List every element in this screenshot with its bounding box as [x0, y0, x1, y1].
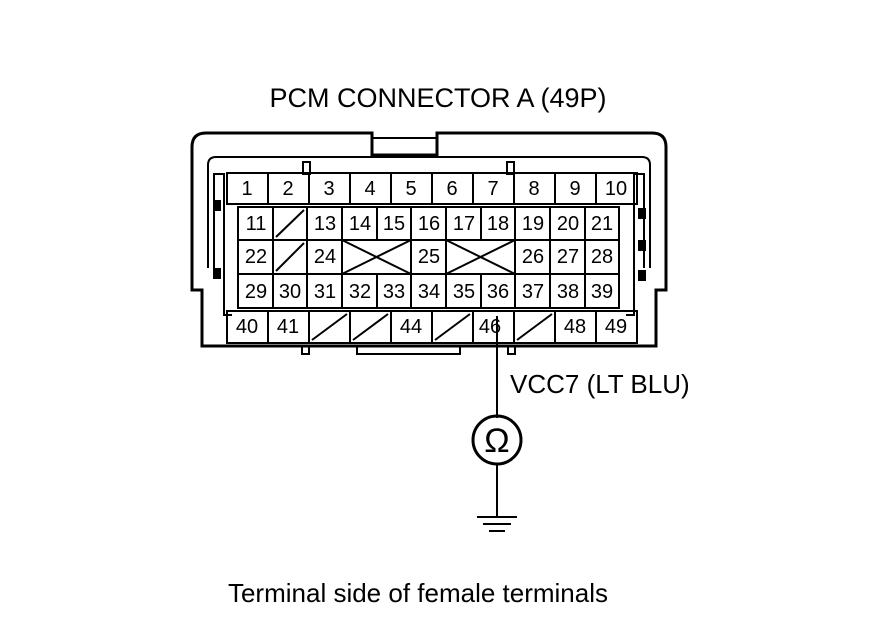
pin-row-2: 11 13 14 15 16 17 18 19 20 21 [246, 207, 613, 240]
pin-label: 30 [279, 281, 301, 303]
lock-tab [213, 200, 221, 211]
pin-label: 11 [246, 213, 267, 235]
pin-label: 18 [487, 213, 509, 235]
pin-label: 25 [418, 246, 440, 268]
pin-label: 19 [522, 213, 544, 235]
diagram-title: PCM CONNECTOR A (49P) [269, 83, 606, 113]
pin-row-5: 40 41 44 46 48 49 [226, 310, 638, 344]
pin-label: 1 [241, 178, 252, 200]
pin-label: 5 [405, 178, 416, 200]
connector-housing [190, 131, 668, 355]
diagram-caption: Terminal side of female terminals [228, 578, 608, 608]
pin-label: 4 [364, 178, 375, 200]
pin-label: 40 [236, 316, 258, 338]
test-circuit: VCC7 (LT BLU) Ω [471, 316, 690, 532]
pin-label: 9 [569, 178, 580, 200]
pin-label: 26 [522, 246, 544, 268]
pin-row-3: 22 24 25 26 27 28 [245, 239, 613, 275]
lock-tab [638, 208, 646, 219]
pin-label: 48 [564, 316, 586, 338]
pin-label: 7 [487, 178, 498, 200]
bottom-latch [356, 346, 461, 355]
pin-label: 37 [522, 281, 544, 303]
ground-icon [477, 516, 517, 532]
pin-label: 13 [314, 213, 336, 235]
pin-label: 36 [487, 281, 509, 303]
pin-label: 22 [245, 246, 267, 268]
pin-label: 17 [453, 213, 475, 235]
key-bottom-right [507, 345, 516, 355]
pin-label: 14 [349, 213, 371, 235]
lock-tab [638, 240, 646, 251]
pin-label: 8 [528, 178, 539, 200]
pin-label: 28 [591, 246, 613, 268]
pin-label: 41 [277, 316, 299, 338]
pin-label: 24 [314, 246, 336, 268]
pin-label: 27 [557, 246, 579, 268]
pin-label: 39 [591, 281, 613, 303]
wire-label: VCC7 (LT BLU) [510, 369, 690, 399]
pin-label: 49 [605, 316, 627, 338]
pin-label: 16 [418, 213, 440, 235]
pin-label: 2 [282, 178, 293, 200]
pin-label: 44 [400, 316, 422, 338]
lock-tab [213, 268, 221, 279]
pin-label: 21 [591, 213, 613, 235]
pin-label: 29 [245, 281, 267, 303]
pin-label: 32 [349, 281, 371, 303]
pin-row-1: 1 2 3 4 5 6 7 8 9 10 [226, 172, 638, 205]
pin-row-4: 29 30 31 32 33 34 35 36 37 38 39 [245, 274, 613, 308]
pin-label: 10 [605, 178, 627, 200]
pin-label: 6 [446, 178, 457, 200]
pin-grid: 1 2 3 4 5 6 7 8 9 10 11 [226, 172, 638, 344]
pin-label: 35 [453, 281, 475, 303]
key-bottom-left [301, 345, 310, 355]
pin-label: 38 [557, 281, 579, 303]
pin-label: 33 [383, 281, 405, 303]
pin-label: 15 [383, 213, 405, 235]
pin-label: 46 [479, 316, 501, 338]
pin-label: 31 [314, 281, 336, 303]
lock-tab [638, 270, 646, 281]
pin-label: 34 [418, 281, 440, 303]
pin-label: 3 [323, 178, 334, 200]
ohm-symbol: Ω [484, 422, 509, 460]
pin-label: 20 [557, 213, 579, 235]
top-latch [371, 137, 438, 156]
